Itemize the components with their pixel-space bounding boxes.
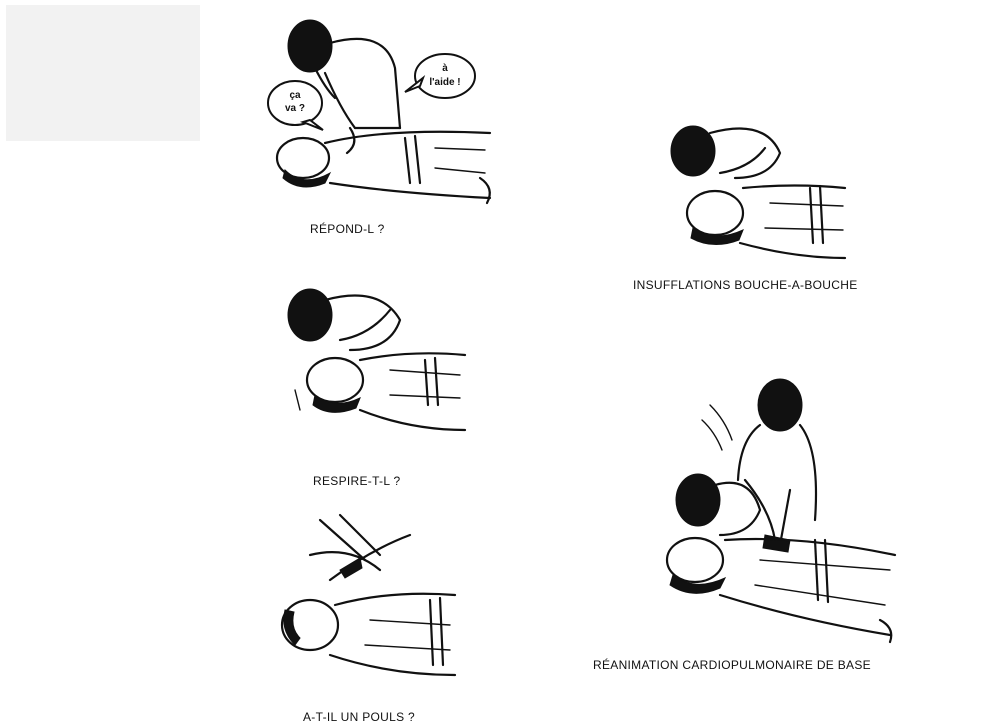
illustration-check-pulse bbox=[270, 510, 460, 690]
caption-check-pulse: A-T-IL UN POULS ? bbox=[303, 710, 415, 724]
illustration-check-breathing bbox=[280, 280, 470, 445]
bubble-ok-line1: ça bbox=[289, 90, 301, 101]
illustration-mouth-to-mouth bbox=[665, 118, 850, 268]
caption-mouth-to-mouth: INSUFFLATIONS BOUCHE-A-BOUCHE bbox=[633, 278, 858, 292]
caption-cpr: RÉANIMATION CARDIOPULMONAIRE DE BASE bbox=[593, 658, 871, 672]
caption-check-response: RÉPOND-L ? bbox=[310, 222, 385, 236]
bubble-ok-line2: va ? bbox=[285, 103, 305, 114]
illustration-cpr bbox=[640, 370, 900, 650]
caption-check-breathing: RESPIRE-T-L ? bbox=[313, 474, 400, 488]
blank-placeholder-box bbox=[6, 5, 200, 141]
bubble-help-line1: à bbox=[442, 63, 448, 74]
bubble-help-line2: l'aide ! bbox=[429, 77, 460, 88]
illustration-check-response: ça va ? à l'aide ! bbox=[255, 8, 500, 218]
